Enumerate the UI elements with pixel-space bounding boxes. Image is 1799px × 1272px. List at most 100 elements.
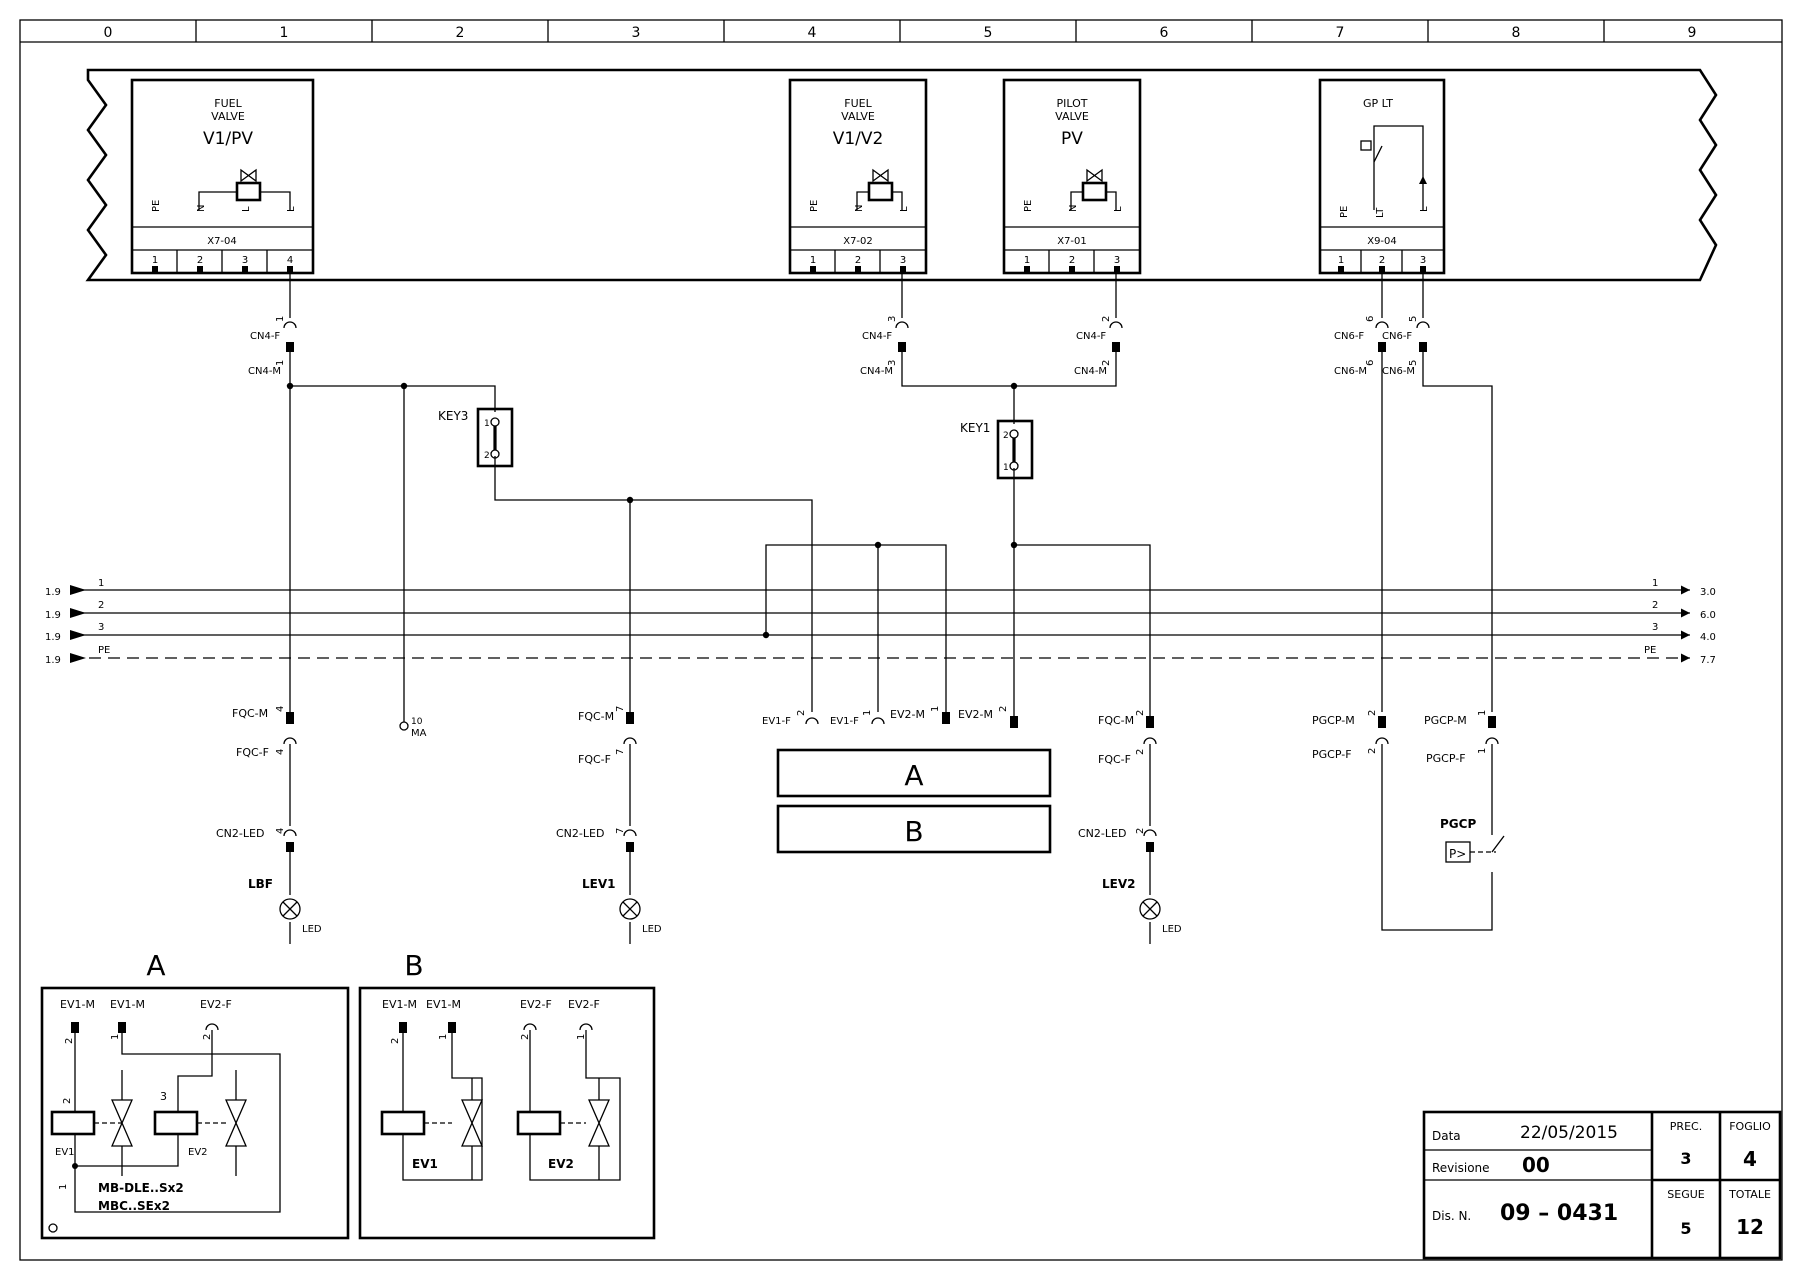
prev-sheet-label: PREC. — [1670, 1120, 1702, 1133]
connector-label: EV1-M — [60, 998, 95, 1011]
connector-label: CN4-F — [250, 331, 280, 342]
terminal-number: 2 — [1379, 255, 1385, 266]
model-label: MBC..SEx2 — [98, 1199, 170, 1213]
connector-label: EV2-F — [568, 998, 600, 1011]
terminal-number: 4 — [287, 255, 293, 266]
pin-number: 1 — [110, 1034, 121, 1040]
bus-destination: 7.7 — [1700, 655, 1716, 666]
coil-label: EV2 — [548, 1157, 574, 1171]
terminal-number: 3 — [1114, 255, 1120, 266]
bus-destination: 6.0 — [1700, 610, 1716, 621]
connector-label: EV2-M — [958, 708, 993, 721]
bus-source: 1.9 — [45, 655, 61, 666]
key1-jumper: KEY1 2 1 — [960, 419, 1034, 480]
connector-label: CN2-LED — [556, 827, 604, 840]
connector-label: FQC-F — [236, 746, 269, 759]
connector-label: FQC-M — [232, 707, 268, 720]
terminal-number: 3 — [900, 255, 906, 266]
key-pin: 1 — [1003, 463, 1009, 473]
connector-label: EV2-M — [890, 708, 925, 721]
col-label: 0 — [104, 25, 113, 41]
col-label: 3 — [632, 25, 641, 41]
lamp-label: LEV2 — [1102, 877, 1135, 891]
date-value: 22/05/2015 — [1520, 1123, 1618, 1143]
valve-icon — [111, 1070, 133, 1176]
pin-label: L — [1113, 206, 1124, 212]
device-subtitle: V1/V2 — [833, 129, 884, 149]
terminal-number: 1 — [1338, 255, 1344, 266]
pin-number: 6 — [1365, 360, 1376, 366]
pin-label: PE — [809, 200, 820, 212]
pin-number: 1 — [438, 1034, 449, 1040]
pin-label: LT — [1375, 207, 1386, 218]
reference-box-b: B — [776, 804, 1052, 854]
key-label: KEY1 — [960, 421, 990, 435]
pin-number: 2 — [1367, 748, 1378, 754]
terminal-number: 3 — [242, 255, 248, 266]
pin-number: 1 — [275, 360, 286, 366]
device-title: VALVE — [841, 110, 875, 123]
bus-destination: 4.0 — [1700, 632, 1716, 643]
connector-label: EV1-F — [830, 716, 859, 727]
pin-number: 5 — [1408, 316, 1419, 322]
detail-a: A EV1-M EV1-M EV2-F 2 1 2 2 3 1 EV1 EV2 … — [40, 949, 350, 1240]
lamp-lev1: LEV1 LED — [582, 877, 662, 935]
prev-sheet-value: 3 — [1680, 1149, 1691, 1168]
pin-number: 2 — [202, 1034, 213, 1040]
pgcp-pressure-switch: PGCP P> — [1440, 817, 1496, 863]
pin-number: 5 — [1408, 360, 1419, 366]
ma-label: MA — [411, 728, 427, 739]
key-pin: 2 — [1003, 431, 1009, 441]
total-label: TOTALE — [1728, 1188, 1771, 1201]
connector-label: FQC-F — [1098, 753, 1131, 766]
coil-label: EV2 — [188, 1147, 208, 1158]
device-title: FUEL — [214, 97, 242, 110]
pin-number: 7 — [615, 749, 626, 755]
connector-label: CN6-F — [1382, 331, 1412, 342]
connector-label: FQC-M — [578, 710, 614, 723]
connector-label: PGCP-M — [1424, 714, 1467, 727]
connector-label: CN4-M — [1074, 366, 1107, 377]
col-label: 7 — [1336, 25, 1345, 41]
connector-label: CN4-F — [862, 331, 892, 342]
title-block: Data 22/05/2015 Revisione 00 Dis. N. 09 … — [1422, 1110, 1782, 1260]
col-label: 9 — [1688, 25, 1697, 41]
lamp-label: LBF — [248, 877, 273, 891]
connector-label: X9-04 — [1367, 236, 1397, 247]
pin-number: 1 — [930, 706, 941, 712]
coil-label: EV1 — [55, 1147, 75, 1158]
bus-destination: 3.0 — [1700, 587, 1716, 598]
device-panel-band — [85, 68, 1718, 282]
connector-label: CN4-F — [1076, 331, 1106, 342]
reference-box-a: A — [776, 748, 1052, 798]
pressure-switch-icon — [1360, 125, 1427, 210]
connector-label: CN6-M — [1334, 366, 1367, 377]
terminal-number: 2 — [1069, 255, 1075, 266]
solenoid-valve-icon — [856, 168, 903, 210]
lamp-type: LED — [302, 924, 322, 935]
connector-label: FQC-M — [1098, 714, 1134, 727]
connector-label: FQC-F — [578, 753, 611, 766]
drawing-number-label: Dis. N. — [1432, 1209, 1471, 1223]
pin-label: PE — [1023, 200, 1034, 212]
coil-label: EV1 — [412, 1157, 438, 1171]
terminal-number: 1 — [810, 255, 816, 266]
col-label: 8 — [1512, 25, 1521, 41]
pin-number: 7 — [615, 828, 626, 834]
device-pilot-valve-pv: PILOT VALVE PV PE N L X7-01 1 2 3 — [1002, 78, 1142, 275]
connector-label: EV2-F — [520, 998, 552, 1011]
col-label: 1 — [280, 25, 289, 41]
pin-number: 1 — [275, 316, 286, 322]
pin-number: 2 — [1135, 749, 1146, 755]
bus-source: 1.9 — [45, 632, 61, 643]
key-pin: 1 — [484, 419, 490, 429]
connector-label: EV1-M — [382, 998, 417, 1011]
bus-source: 1.9 — [45, 587, 61, 598]
terminal-number: 1 — [1024, 255, 1030, 266]
connector-label: X7-02 — [843, 236, 873, 247]
valve-icon — [588, 1099, 610, 1147]
connector-label: CN2-LED — [1078, 827, 1126, 840]
terminal-number: 2 — [855, 255, 861, 266]
connector-label: CN2-LED — [216, 827, 264, 840]
terminal-number: 3 — [1420, 255, 1426, 266]
